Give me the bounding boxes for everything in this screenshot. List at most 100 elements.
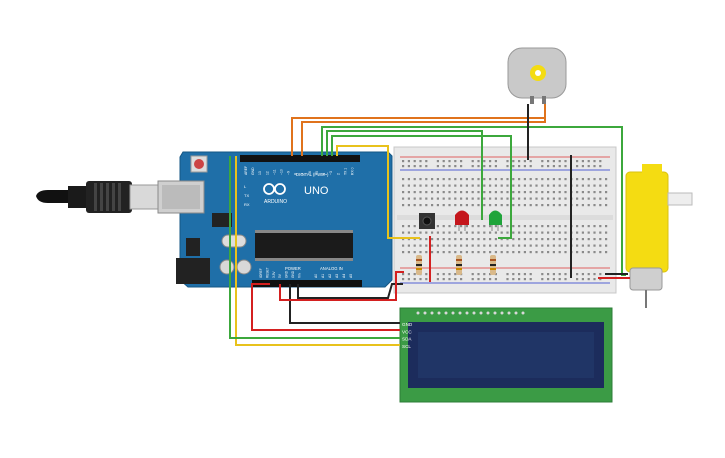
breadboard-hole	[471, 204, 474, 207]
breadboard-hole	[599, 204, 602, 207]
breadboard-hole	[593, 184, 596, 187]
breadboard-hole	[581, 273, 584, 276]
breadboard-hole	[547, 165, 550, 168]
breadboard-hole	[413, 197, 416, 200]
breadboard-hole	[483, 197, 486, 200]
breadboard-hole	[512, 225, 515, 228]
breadboard-hole	[471, 184, 474, 187]
analog-header-label: ANALOG IN	[320, 266, 343, 271]
breadboard-hole	[489, 238, 492, 241]
breadboard-hole	[558, 191, 561, 194]
breadboard-hole	[413, 204, 416, 207]
breadboard-hole	[413, 238, 416, 241]
breadboard-hole	[448, 231, 451, 234]
digital-header-label: DIGITAL (PWM~)	[296, 172, 329, 177]
breadboard-hole	[547, 273, 550, 276]
breadboard-hole	[402, 273, 405, 276]
usb-cable	[36, 181, 165, 213]
breadboard-hole	[413, 191, 416, 194]
breadboard-hole	[407, 238, 410, 241]
breadboard-hole	[483, 273, 486, 276]
breadboard-hole	[460, 238, 463, 241]
breadboard-hole	[500, 178, 503, 181]
breadboard-hole	[581, 178, 584, 181]
breadboard-hole	[413, 251, 416, 254]
resistor-3	[490, 255, 496, 275]
breadboard-hole	[454, 273, 457, 276]
breadboard-hole	[558, 231, 561, 234]
breadboard-hole	[576, 160, 579, 163]
breadboard-hole	[523, 184, 526, 187]
breadboard-hole	[413, 178, 416, 181]
breadboard-hole	[576, 225, 579, 228]
breadboard-hole	[506, 191, 509, 194]
digital-pin-label: ~11	[272, 169, 276, 175]
breadboard-hole	[587, 178, 590, 181]
breadboard-hole	[407, 278, 410, 281]
breadboard-hole	[506, 197, 509, 200]
breadboard-hole	[523, 197, 526, 200]
breadboard-hole	[599, 184, 602, 187]
push-button[interactable]	[419, 213, 435, 229]
resistor-1	[416, 255, 422, 275]
breadboard-hole	[407, 178, 410, 181]
breadboard-hole	[587, 244, 590, 247]
power-pin-label: 3.3V	[272, 271, 276, 278]
breadboard-hole	[413, 273, 416, 276]
breadboard-hole	[489, 165, 492, 168]
breadboard-hole	[581, 238, 584, 241]
breadboard-hole	[593, 197, 596, 200]
breadboard-hole	[581, 231, 584, 234]
power-pin-label: GND	[291, 270, 295, 278]
digital-pin-label: GND	[251, 167, 255, 175]
power-pin-label: RESET	[265, 267, 269, 278]
breadboard-hole	[599, 273, 602, 276]
breadboard-hole	[425, 273, 428, 276]
breadboard-hole	[581, 278, 584, 281]
breadboard-hole	[523, 165, 526, 168]
breadboard-hole	[477, 278, 480, 281]
breadboard-hole	[535, 178, 538, 181]
breadboard-hole	[552, 225, 555, 228]
breadboard-hole	[587, 225, 590, 228]
breadboard-hole	[512, 178, 515, 181]
breadboard-hole	[552, 160, 555, 163]
breadboard-hole	[500, 197, 503, 200]
wire-orange-2	[301, 110, 546, 156]
breadboard-hole	[576, 244, 579, 247]
breadboard-hole	[477, 191, 480, 194]
breadboard-hole	[605, 244, 608, 247]
breadboard-hole	[483, 204, 486, 207]
breadboard-hole	[512, 273, 515, 276]
breadboard-hole	[436, 273, 439, 276]
digital-pin-label: 4	[322, 173, 326, 175]
breadboard-hole	[494, 178, 497, 181]
breadboard-hole	[506, 178, 509, 181]
breadboard-hole	[587, 231, 590, 234]
breadboard-hole	[518, 191, 521, 194]
breadboard-hole	[483, 160, 486, 163]
breadboard-hole	[547, 231, 550, 234]
breadboard-hole	[460, 160, 463, 163]
breadboard-hole	[477, 231, 480, 234]
breadboard-hole	[402, 165, 405, 168]
breadboard-hole	[425, 244, 428, 247]
breadboard-hole	[477, 251, 480, 254]
breadboard-hole	[593, 178, 596, 181]
lcd-pin-label: SDA	[402, 337, 412, 342]
lcd-pin-label: VCC	[402, 329, 412, 334]
breadboard-hole	[483, 191, 486, 194]
breadboard-hole	[471, 178, 474, 181]
breadboard-hole	[419, 278, 422, 281]
breadboard-hole	[454, 204, 457, 207]
breadboard-hole	[564, 225, 567, 228]
breadboard-hole	[425, 160, 428, 163]
breadboard-hole	[552, 278, 555, 281]
breadboard-hole	[436, 238, 439, 241]
breadboard-hole	[494, 204, 497, 207]
breadboard-hole	[494, 165, 497, 168]
breadboard-hole	[587, 251, 590, 254]
wire-green-2	[326, 130, 483, 220]
breadboard-hole	[523, 191, 526, 194]
breadboard-hole	[419, 231, 422, 234]
